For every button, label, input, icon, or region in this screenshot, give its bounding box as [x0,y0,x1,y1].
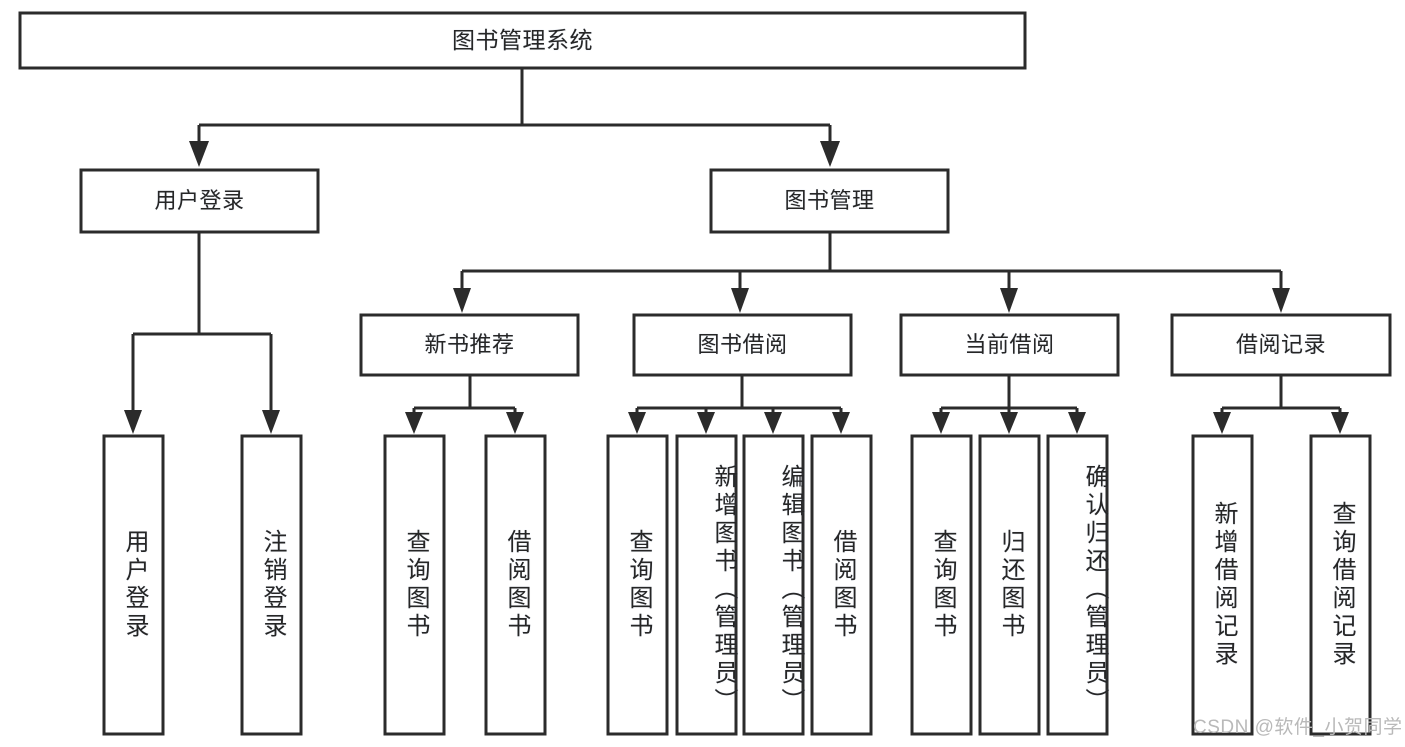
label-leaf-edit-book: 编辑图书（管理员） [777,464,804,716]
connector-group-current-borrow [932,375,1086,434]
label-user-login: 用户登录 [154,188,245,214]
label-leaf-borrow-book-1: 借阅图书 [502,529,530,641]
label-leaf-add-book: 新增图书（管理员） [710,464,737,716]
node-box-leaf-query-book-3[interactable] [910,434,973,736]
arrow-head-bb-1 [628,412,646,434]
arrow-head-cb-3 [1068,412,1086,434]
label-borrow-record: 借阅记录 [1235,332,1326,358]
arrow-head-user-login-1 [124,410,142,434]
label-new-book-recommend: 新书推荐 [424,332,515,358]
arrow-head-bb-2 [697,412,715,434]
watermark-text: CSDN @软件_小贺同学 [1193,717,1403,738]
label-leaf-user-login: 用户登录 [120,529,148,641]
arrow-head-root-to-book-management [820,141,840,167]
label-leaf-add-record: 新增借阅记录 [1209,501,1237,669]
label-leaf-query-book-2: 查询图书 [624,529,652,641]
node-box-borrow-record[interactable] [1170,313,1392,377]
arrow-head-bm-borrow-record [1272,288,1290,313]
node-box-leaf-query-book-1[interactable] [383,434,446,736]
node-box-leaf-query-record[interactable] [1309,434,1372,736]
connector-group-root [189,68,840,167]
connector-group-new-book-recommend [405,375,524,434]
label-leaf-return-book: 归还图书 [996,529,1024,641]
node-box-leaf-confirm-return[interactable] [1046,434,1109,736]
label-leaf-borrow-book-2: 借阅图书 [828,529,856,641]
arrow-head-br-2 [1331,412,1349,434]
node-box-current-borrow[interactable] [899,313,1120,377]
arrow-head-bm-current-borrow [1000,288,1018,313]
arrow-head-bm-new-book-recommend [453,288,471,313]
arrow-head-nbr-1 [405,412,423,434]
node-box-leaf-return-book[interactable] [978,434,1041,736]
node-box-leaf-logout-login[interactable] [240,434,303,736]
arrow-head-root-to-user-login [189,141,209,167]
arrow-head-bb-3 [764,412,782,434]
connector-group-user-login [124,232,280,434]
node-box-root[interactable] [18,11,1027,70]
node-box-leaf-add-record[interactable] [1191,434,1254,736]
node-box-leaf-edit-book[interactable] [742,434,805,736]
label-root: 图书管理系统 [452,27,593,54]
node-box-book-management[interactable] [709,168,950,234]
connector-group-borrow-record [1213,375,1349,434]
node-box-leaf-add-book[interactable] [675,434,738,736]
node-box-new-book-recommend[interactable] [359,313,580,377]
label-book-management: 图书管理 [784,188,875,214]
arrow-head-cb-2 [1000,412,1018,434]
node-box-book-borrow[interactable] [632,313,853,377]
arrow-head-nbr-2 [506,412,524,434]
node-box-leaf-user-login[interactable] [102,434,165,736]
connector-group-book-borrow [628,375,850,434]
label-current-borrow: 当前借阅 [964,332,1055,358]
node-box-user-login[interactable] [79,168,320,234]
node-box-leaf-borrow-book-2[interactable] [810,434,873,736]
label-leaf-logout-login: 注销登录 [258,529,286,641]
node-box-leaf-borrow-book-1[interactable] [484,434,547,736]
arrow-head-cb-1 [932,412,950,434]
arrow-head-user-login-2 [262,410,280,434]
arrow-head-bm-book-borrow [731,288,749,313]
node-box-leaf-query-book-2[interactable] [606,434,669,736]
label-leaf-query-record: 查询借阅记录 [1327,501,1355,669]
label-leaf-confirm-return: 确认归还（管理员） [1081,464,1108,716]
label-book-borrow: 图书借阅 [697,332,788,358]
arrow-head-br-1 [1213,412,1231,434]
connector-group-book-management [453,232,1290,313]
arrow-head-bb-4 [832,412,850,434]
label-leaf-query-book-1: 查询图书 [401,529,429,641]
label-leaf-query-book-3: 查询图书 [928,529,956,641]
